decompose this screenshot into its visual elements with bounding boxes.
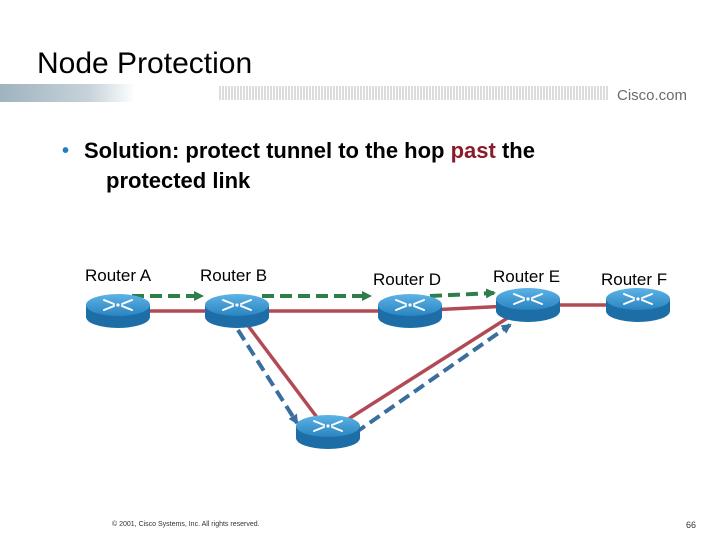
- brand-logo-text: Cisco.com: [617, 87, 688, 104]
- backup-tunnel-b-bottom: [236, 328, 299, 425]
- page-number: 66: [686, 520, 697, 530]
- link-bottom-e: [327, 303, 529, 434]
- footer-copyright: © 2001, Cisco Systems, Inc. All rights r…: [112, 521, 260, 528]
- bullet-emphasis: past: [450, 138, 496, 163]
- primary-tunnel-d-e: [429, 288, 496, 299]
- router-f-icon: [606, 288, 670, 322]
- header-bar: [0, 84, 720, 102]
- router-d-icon: [378, 294, 442, 328]
- router-b-label: Router B: [200, 266, 268, 285]
- bullet-text-after: the: [495, 138, 535, 163]
- router-a-icon: [86, 294, 150, 328]
- bullet-line-2: protected link: [106, 168, 251, 193]
- router-e-icon: [496, 288, 560, 322]
- backup-tunnel-bottom-e: [353, 323, 512, 435]
- router-a-label: Router A: [85, 266, 152, 285]
- router-e-label: Router E: [493, 267, 561, 286]
- bullet-line-1: Solution: protect tunnel to the hop past…: [84, 136, 684, 166]
- router-b-icon: [205, 294, 269, 328]
- slide-title: Node Protection: [37, 47, 253, 80]
- router-c-icon: [296, 415, 360, 449]
- link-b-bottom: [235, 309, 330, 434]
- bullet-dot-icon: •: [62, 140, 70, 162]
- router-d-label: Router D: [373, 270, 442, 289]
- router-f-label: Router F: [601, 270, 668, 289]
- bullet-text-before: Solution: protect tunnel to the hop: [84, 138, 451, 163]
- bullet-point: • Solution: protect tunnel to the hop pa…: [62, 136, 684, 196]
